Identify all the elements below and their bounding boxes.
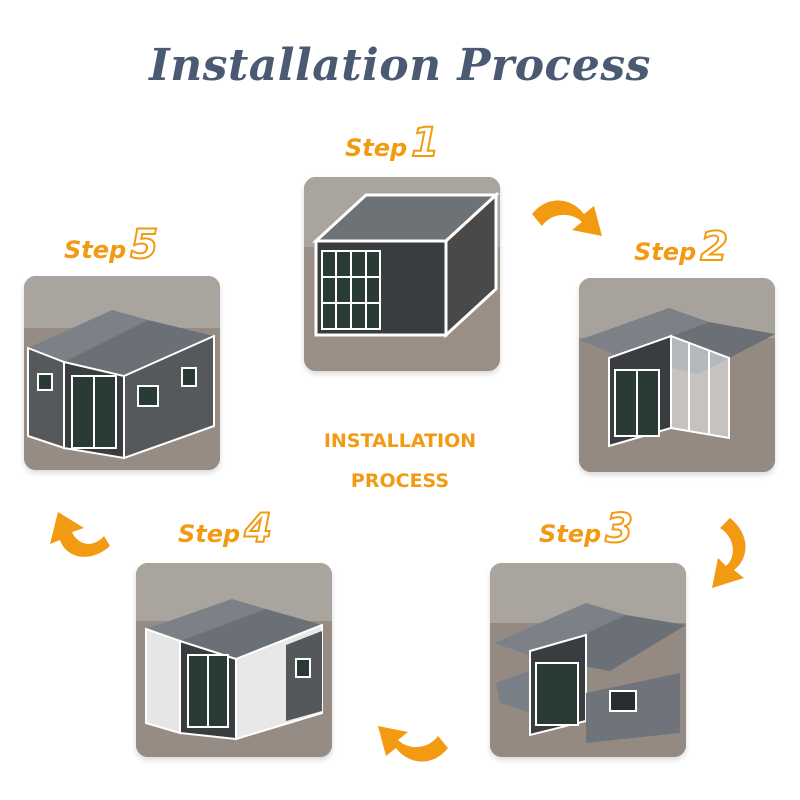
- step-1-number: 1: [410, 119, 440, 167]
- center-title-line-2: PROCESS: [350, 470, 450, 492]
- step-4-number: 4: [243, 505, 273, 553]
- step-4-image: [136, 563, 332, 757]
- step-3-word: Step: [539, 520, 602, 548]
- step-2-number: 2: [699, 223, 729, 271]
- step-3-image: [490, 563, 686, 757]
- curved-arrow-icon: [712, 518, 746, 588]
- curved-arrow-icon: [378, 726, 448, 762]
- step-2-image: [579, 278, 775, 472]
- curved-arrow-icon: [532, 200, 602, 236]
- step-3-number: 3: [604, 505, 634, 553]
- step-2-word: Step: [634, 238, 697, 266]
- center-title-line-1: INSTALLATION: [323, 430, 477, 452]
- page-title: Installation Process: [149, 40, 651, 91]
- curved-arrow-icon: [50, 512, 110, 557]
- step-5-image: [24, 276, 220, 470]
- step-5-word: Step: [64, 236, 127, 264]
- step-5-number: 5: [129, 221, 159, 269]
- step-4-word: Step: [178, 520, 241, 548]
- step-1-image: [304, 177, 500, 371]
- step-1-word: Step: [345, 134, 408, 162]
